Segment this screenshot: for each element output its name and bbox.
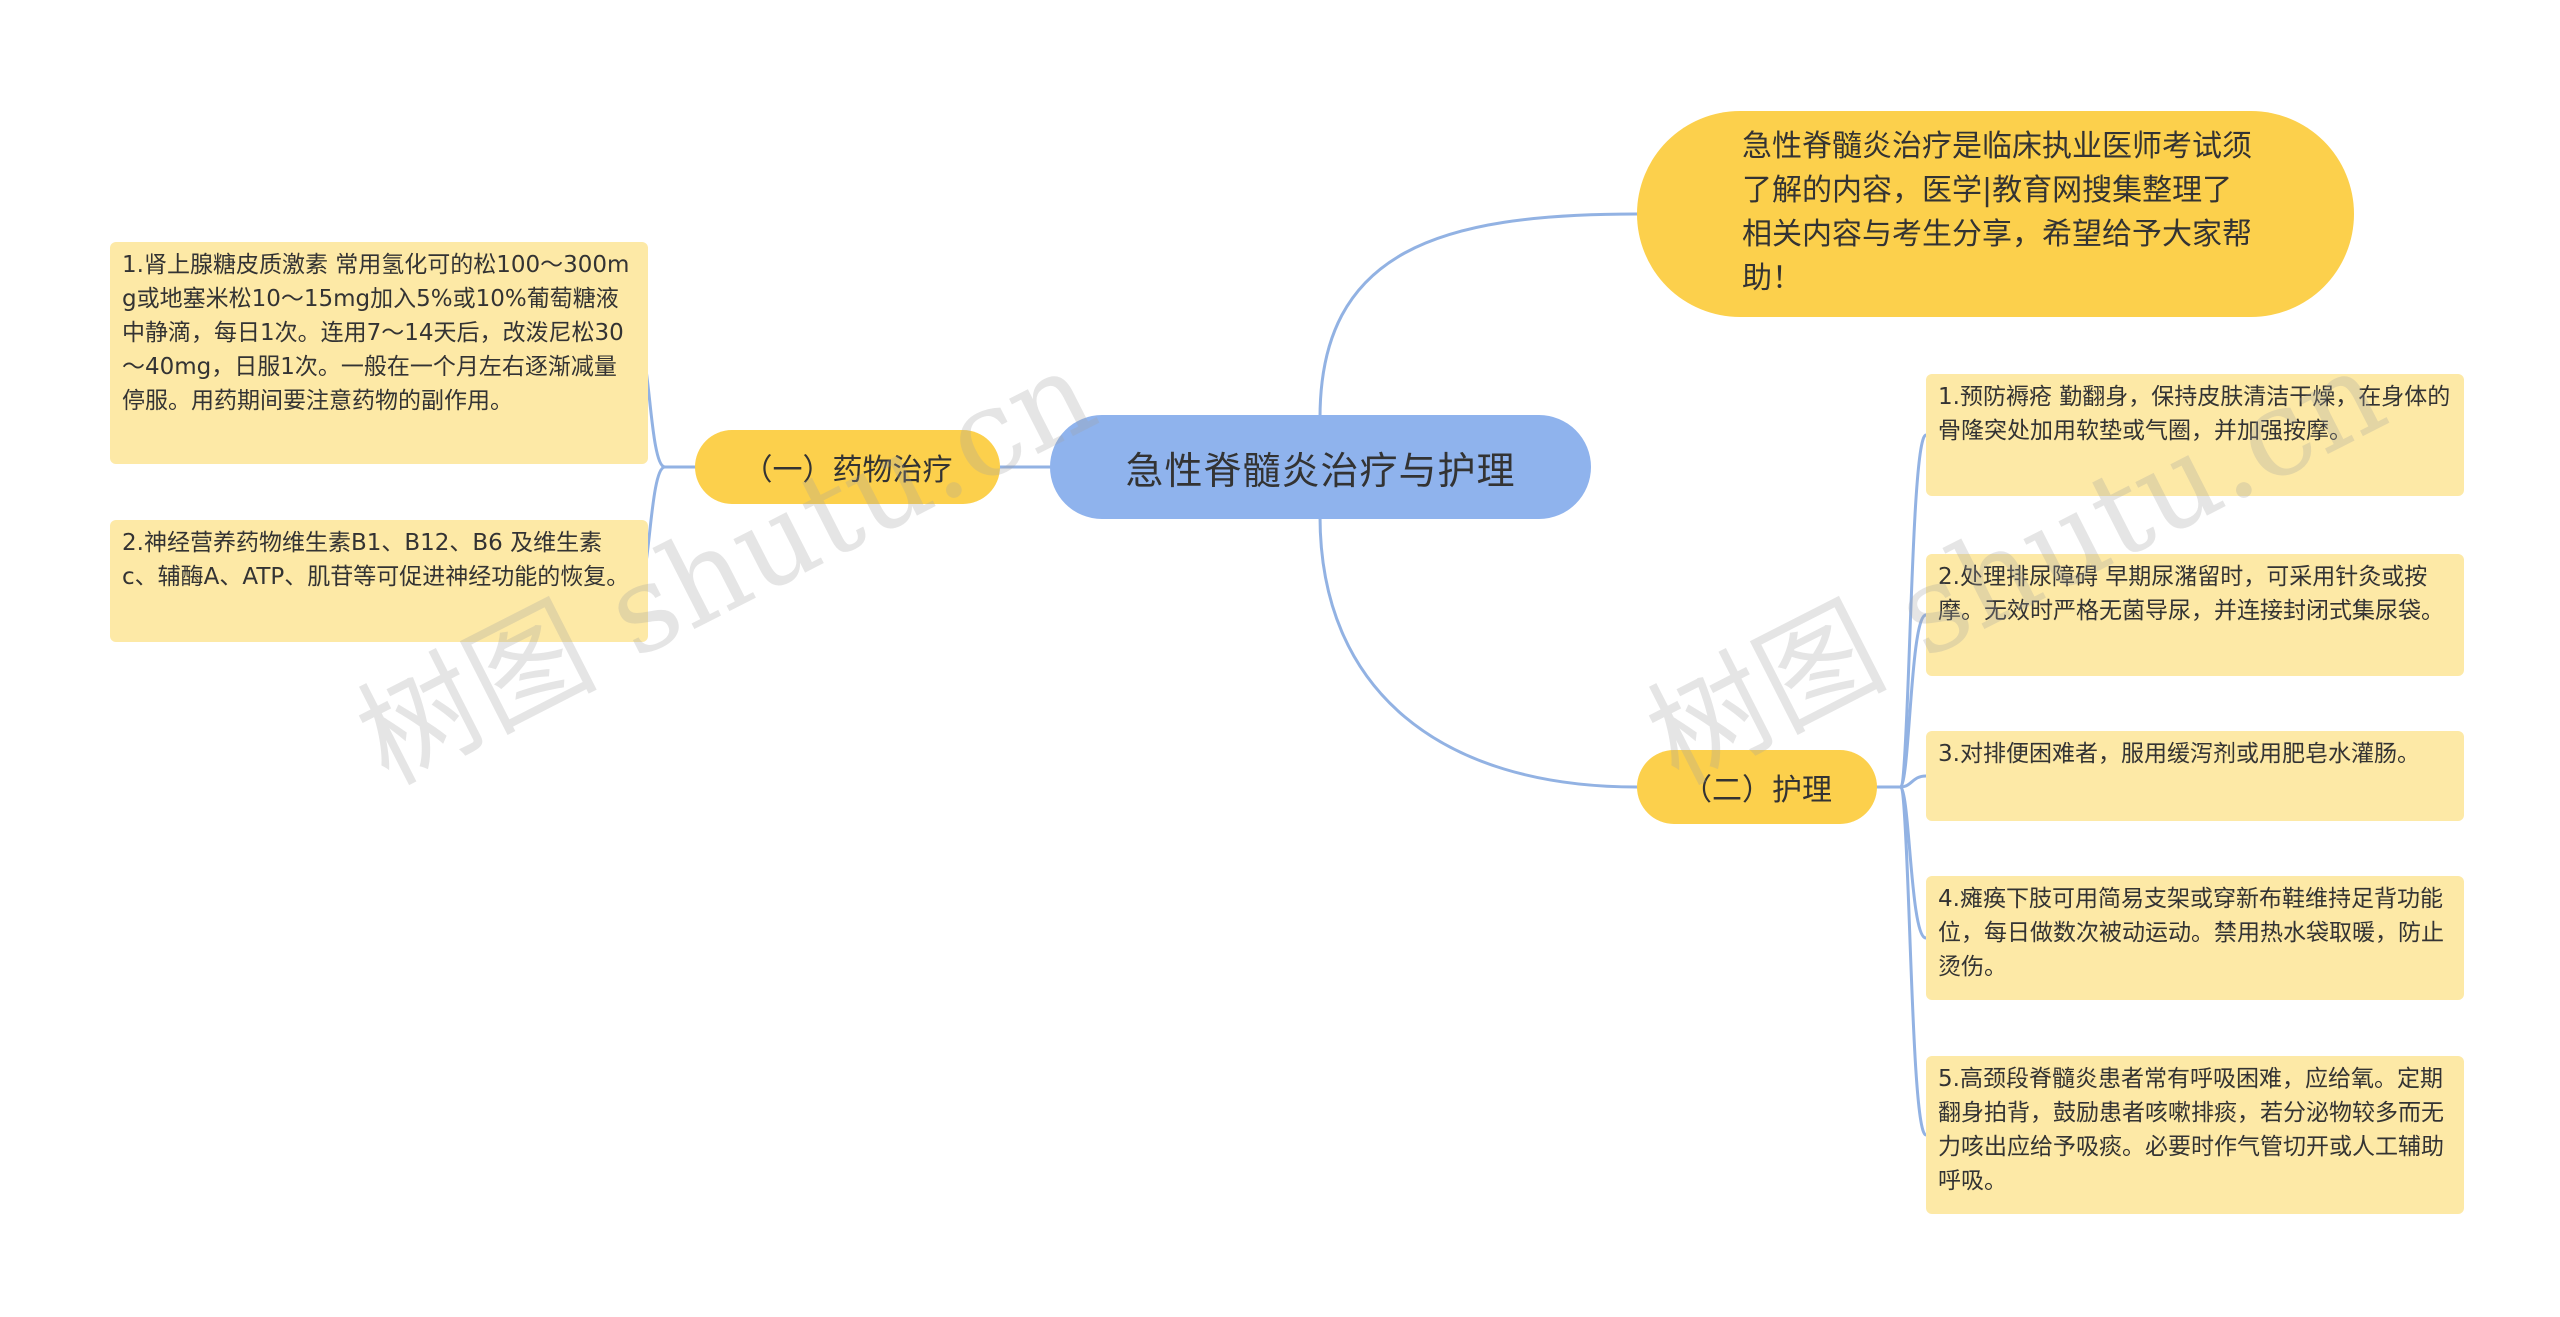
leaf-nursing-3[interactable]: 3.对排便困难者，服用缓泻剂或用肥皂水灌肠。 <box>1926 731 2464 821</box>
leaf-nursing-4[interactable]: 4.瘫痪下肢可用简易支架或穿新布鞋维持足背功能位，每日做数次被动运动。禁用热水袋… <box>1926 876 2464 1000</box>
leaf-nursing-5[interactable]: 5.高颈段脊髓炎患者常有呼吸困难，应给氧。定期翻身拍背，鼓励患者咳嗽排痰，若分泌… <box>1926 1056 2464 1214</box>
branch-drug-treatment[interactable]: （一）药物治疗 <box>695 430 1000 504</box>
leaf-nursing-1[interactable]: 1.预防褥疮 勤翻身，保持皮肤清洁干燥，在身体的骨隆突处加用软垫或气圈，并加强按… <box>1926 374 2464 496</box>
leaf-drug-1[interactable]: 1.肾上腺糖皮质激素 常用氢化可的松100～300mg或地塞米松10～15mg加… <box>110 242 648 464</box>
leaf-text: 1.预防褥疮 勤翻身，保持皮肤清洁干燥，在身体的骨隆突处加用软垫或气圈，并加强按… <box>1938 384 2451 444</box>
intro-note-text: 急性脊髓炎治疗是临床执业医师考试须了解的内容，医学|教育网搜集整理了相关内容与考… <box>1742 129 2252 296</box>
intro-note[interactable]: 急性脊髓炎治疗是临床执业医师考试须了解的内容，医学|教育网搜集整理了相关内容与考… <box>1637 111 2354 317</box>
branch-drug-treatment-label: （一）药物治疗 <box>742 453 953 488</box>
leaf-text: 1.肾上腺糖皮质激素 常用氢化可的松100～300mg或地塞米松10～15mg加… <box>122 252 630 414</box>
leaf-text: 2.神经营养药物维生素B1、B12、B6 及维生素c、辅酶A、ATP、肌苷等可促… <box>122 530 630 590</box>
leaf-text: 5.高颈段脊髓炎患者常有呼吸困难，应给氧。定期翻身拍背，鼓励患者咳嗽排痰，若分泌… <box>1938 1066 2444 1194</box>
leaf-text: 2.处理排尿障碍 早期尿潴留时，可采用针灸或按摩。无效时严格无菌导尿，并连接封闭… <box>1938 564 2444 624</box>
root-topic-label: 急性脊髓炎治疗与护理 <box>1125 448 1516 493</box>
leaf-text: 4.瘫痪下肢可用简易支架或穿新布鞋维持足背功能位，每日做数次被动运动。禁用热水袋… <box>1938 886 2444 980</box>
leaf-text: 3.对排便困难者，服用缓泻剂或用肥皂水灌肠。 <box>1938 741 2420 767</box>
branch-nursing[interactable]: （二）护理 <box>1637 750 1877 824</box>
link-root-nursing <box>1318 514 1639 789</box>
link-nursing-leaf3 <box>1898 774 1928 789</box>
root-topic[interactable]: 急性脊髓炎治疗与护理 <box>1050 415 1591 519</box>
leaf-nursing-2[interactable]: 2.处理排尿障碍 早期尿潴留时，可采用针灸或按摩。无效时严格无菌导尿，并连接封闭… <box>1926 554 2464 676</box>
link-root-intro <box>1318 212 1639 420</box>
branch-nursing-label: （二）护理 <box>1682 773 1832 808</box>
leaf-drug-2[interactable]: 2.神经营养药物维生素B1、B12、B6 及维生素c、辅酶A、ATP、肌苷等可促… <box>110 520 648 642</box>
link-nursing-leaf1 <box>1898 433 1928 789</box>
link-nursing-leaf5 <box>1898 785 1928 1137</box>
link-nursing-leaf2 <box>1898 613 1928 789</box>
